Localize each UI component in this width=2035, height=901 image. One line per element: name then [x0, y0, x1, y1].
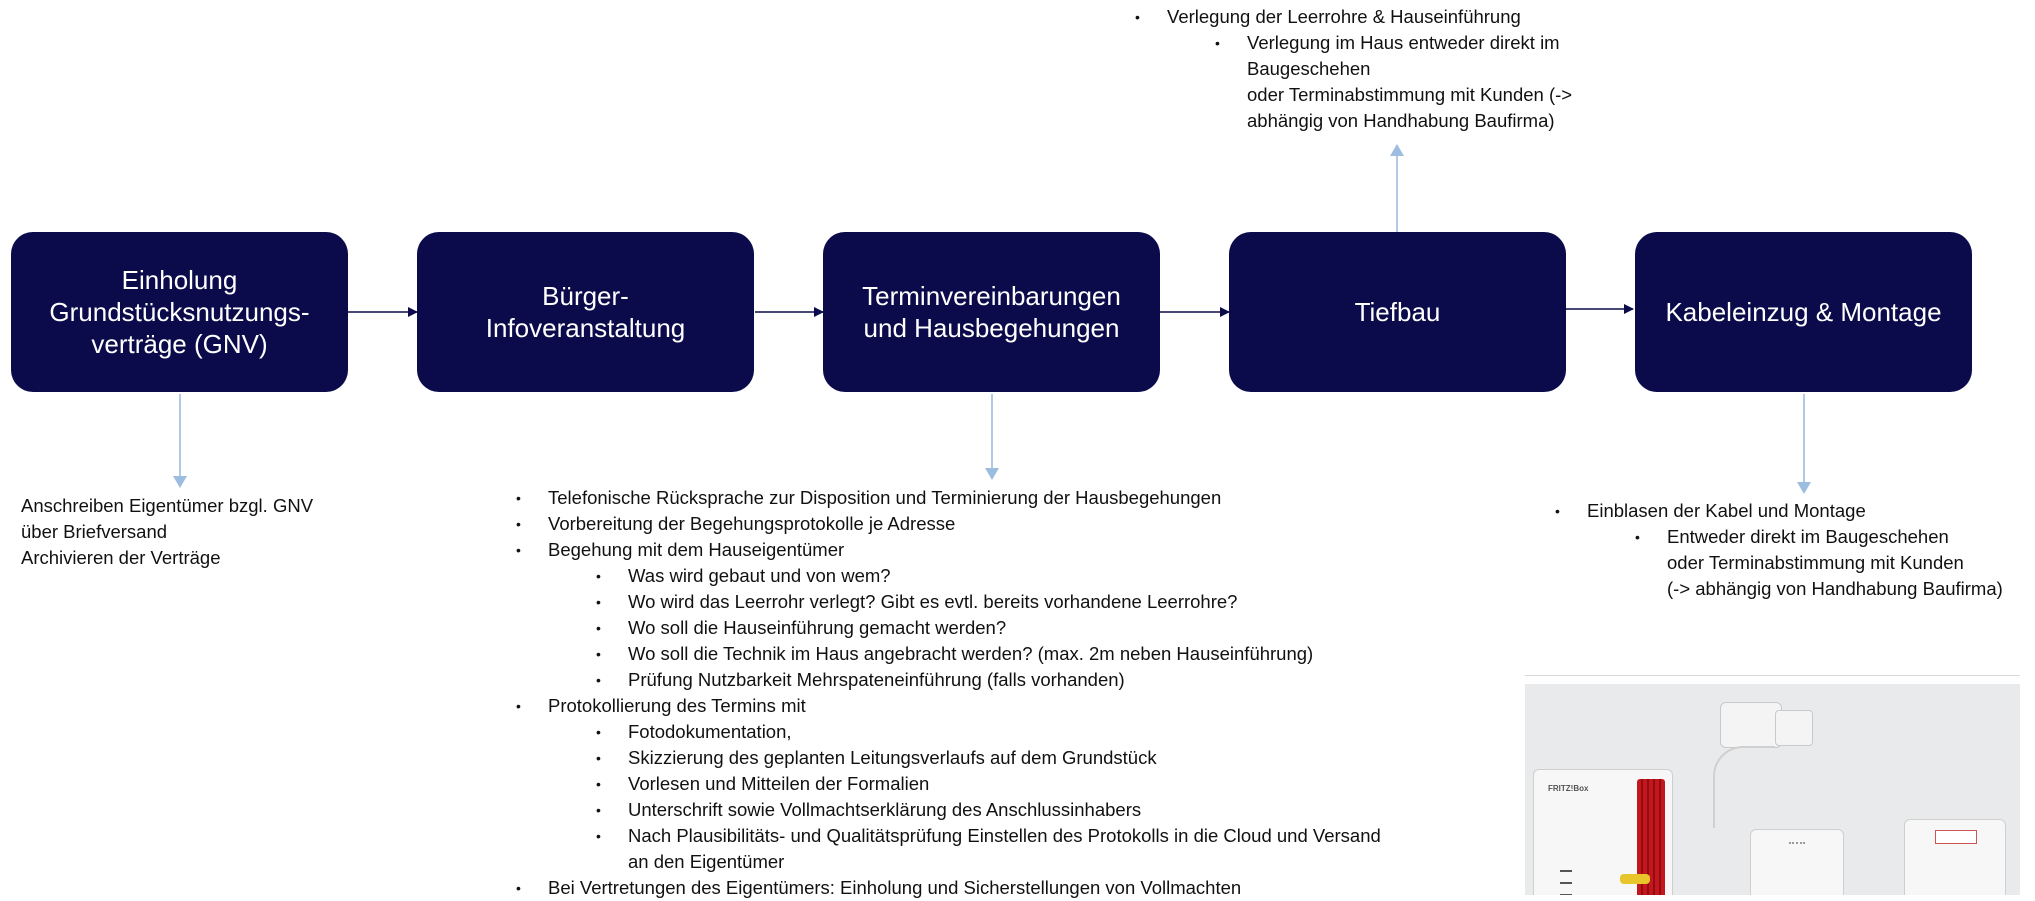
step3-note-item: Telefonische Rücksprache zur Disposition…: [516, 485, 1381, 511]
step3-note-subitem: Vorlesen und Mitteilen der Formalien: [516, 771, 1381, 797]
step5-notes: Einblasen der Kabel und Montage Entweder…: [1555, 498, 2003, 602]
hardware-photo: FRITZ!Box ewtn: [1525, 684, 2020, 895]
step5-note-subitem-cont: oder Terminabstimmung mit Kunden: [1667, 552, 1964, 573]
step4-note-subitem: Verlegung im Haus entweder direkt im: [1135, 30, 1572, 56]
step-box-tiefbau: Tiefbau: [1229, 232, 1566, 392]
step3-notes: Telefonische Rücksprache zur Disposition…: [516, 485, 1381, 901]
step4-note-subitem-cont: abhängig von Handhabung Baufirma): [1247, 110, 1555, 131]
router-led-icon: [1560, 882, 1572, 884]
step-label-tiefbau: Tiefbau: [1354, 297, 1441, 327]
step1-note-line: über Briefversand: [21, 521, 168, 542]
power-cable-image: [1713, 746, 1775, 828]
router-led-icon: [1560, 870, 1572, 872]
step4-note-subitem-cont: Baugeschehen: [1247, 58, 1371, 79]
step3-note-item: Bei Vertretungen des Eigentümers: Einhol…: [516, 875, 1381, 901]
step4-notes: Verlegung der Leerrohre & Hauseinführung…: [1135, 4, 1572, 134]
fiber-box-image: [1904, 819, 2006, 895]
step-box-kabeleinzug: Kabeleinzug & Montage: [1635, 232, 1972, 392]
step3-note-subitem: Skizzierung des geplanten Leitungsverlau…: [516, 745, 1381, 771]
step4-note-subitem-cont: oder Terminabstimmung mit Kunden (->: [1247, 84, 1573, 105]
step3-note-subitem: Wo soll die Technik im Haus angebracht w…: [516, 641, 1381, 667]
step1-notes: Anschreiben Eigentümer bzgl. GNV über Br…: [21, 493, 313, 571]
step-label-gnv: Einholung Grundstücksnutzungs- verträge …: [49, 265, 310, 359]
step3-note-subitem: Was wird gebaut und von wem?: [516, 563, 1381, 589]
step3-note-subitem: Wo soll die Hauseinführung gemacht werde…: [516, 615, 1381, 641]
step3-note-subitem: Nach Plausibilitäts- und Qualitätsprüfun…: [516, 823, 1381, 849]
step4-note-item: Verlegung der Leerrohre & Hauseinführung: [1135, 4, 1572, 30]
step3-note-item: Protokollierung des Termins mit: [516, 693, 1381, 719]
step3-note-subitem: Unterschrift sowie Vollmachtserklärung d…: [516, 797, 1381, 823]
step1-note-line: Archivieren der Verträge: [21, 547, 221, 568]
step-box-buerger-info: Bürger- Infoveranstaltung: [417, 232, 754, 392]
step5-note-subitem-cont: (-> abhängig von Handhabung Baufirma): [1667, 578, 2003, 599]
step-label-buerger-info: Bürger- Infoveranstaltung: [485, 281, 686, 343]
step3-note-item: Vorbereitung der Begehungsprotokolle je …: [516, 511, 1381, 537]
step-label-terminvereinbarungen: Terminvereinbarungen und Hausbegehungen: [862, 281, 1121, 343]
photo-divider: [1525, 675, 2020, 676]
ont-dots-icon: [1789, 842, 1805, 847]
step-box-terminvereinbarungen: Terminvereinbarungen und Hausbegehungen: [823, 232, 1160, 392]
power-adapter-image: [1720, 702, 1782, 748]
step3-note-item: Begehung mit dem Hauseigentümer: [516, 537, 1381, 563]
step1-note-line: Anschreiben Eigentümer bzgl. GNV: [21, 495, 314, 516]
step3-note-subitem: Wo wird das Leerrohr verlegt? Gibt es ev…: [516, 589, 1381, 615]
step5-note-subitem: Entweder direkt im Baugeschehen: [1555, 524, 2003, 550]
step3-note-subitem: Prüfung Nutzbarkeit Mehrspateneinführung…: [516, 667, 1381, 693]
power-plug-image: [1775, 710, 1813, 746]
ont-image: ewtn: [1750, 829, 1844, 895]
step-box-gnv: Einholung Grundstücksnutzungs- verträge …: [11, 232, 348, 392]
step5-note-item: Einblasen der Kabel und Montage: [1555, 498, 2003, 524]
step3-note-subitem: Fotodokumentation,: [516, 719, 1381, 745]
fiber-box-sticker-icon: [1935, 830, 1977, 844]
step3-note-subitem-cont: an den Eigentümer: [628, 851, 785, 872]
yellow-cable-image: [1620, 874, 1650, 884]
router-brand-label: FRITZ!Box: [1548, 784, 1589, 793]
step-label-kabeleinzug: Kabeleinzug & Montage: [1665, 297, 1942, 327]
